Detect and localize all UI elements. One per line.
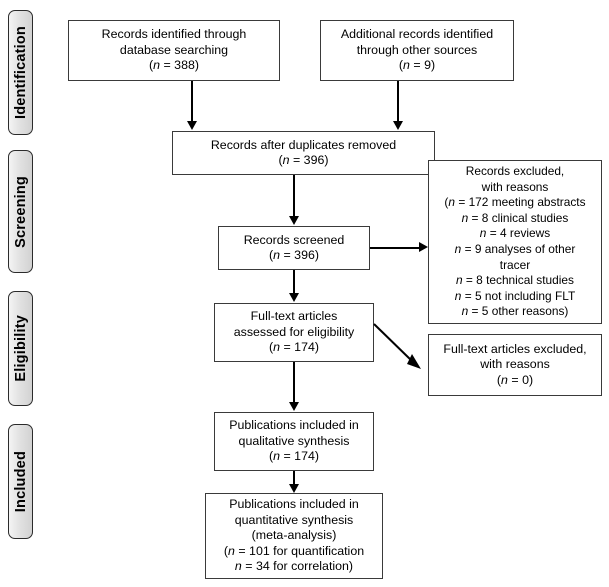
box-qualitative-synthesis: Publications included in qualitative syn… xyxy=(214,412,374,471)
box-line: quantitative synthesis xyxy=(234,512,354,527)
connector-other-sources-to-duplicates xyxy=(397,81,399,121)
box-line: Full-text articles excluded, xyxy=(443,341,587,356)
box-count: (n = 396) xyxy=(269,248,319,262)
box-line: database searching xyxy=(119,42,229,57)
box-fulltext-assessed: Full-text articles assessed for eligibil… xyxy=(214,303,374,362)
arrowhead-screened-to-fulltext xyxy=(288,293,299,302)
box-line: Additional records identified xyxy=(340,27,494,42)
arrowhead-qualitative-to-quantitative xyxy=(288,484,299,493)
box-count: (n = 174) xyxy=(269,449,319,464)
connector-database-to-duplicates xyxy=(191,81,193,121)
box-records-identified-other-sources: Additional records identified through ot… xyxy=(320,20,514,81)
arrowhead-duplicates-to-screened xyxy=(288,216,299,225)
box-line: (n = 172 meeting abstracts xyxy=(444,195,586,210)
box-line: n = 9 analyses of other xyxy=(454,242,576,256)
box-line: with reasons xyxy=(481,179,549,194)
arrowhead-other-sources-to-duplicates xyxy=(392,121,403,130)
box-count: (n = 388) xyxy=(149,58,199,73)
stage-tab-screening-label: Screening xyxy=(12,175,29,248)
arrowhead-database-to-duplicates xyxy=(186,121,197,130)
box-records-excluded: Records excluded, with reasons (n = 172 … xyxy=(428,160,602,324)
box-line: through other sources xyxy=(356,42,478,57)
box-quantitative-synthesis: Publications included in quantitative sy… xyxy=(205,493,383,579)
box-line: n = 34 for correlation) xyxy=(234,559,354,574)
box-count: (n = 174) xyxy=(269,340,319,355)
box-line: n = 8 technical studies xyxy=(455,273,574,288)
box-count: (n = 0) xyxy=(496,372,534,387)
box-line: Records screened xyxy=(243,232,345,247)
box-line: n = 8 clinical studies xyxy=(461,210,569,225)
stage-tab-identification-label: Identification xyxy=(12,25,29,120)
stage-tab-eligibility: Eligibility xyxy=(8,291,33,406)
stage-tab-included: Included xyxy=(8,424,33,539)
box-fulltext-excluded: Full-text articles excluded, with reason… xyxy=(428,334,602,396)
box-records-after-duplicates-removed: Records after duplicates removed (n = 39… xyxy=(172,131,435,175)
box-line: Records excluded, xyxy=(465,164,565,179)
box-line: Publications included in xyxy=(229,497,359,512)
box-line: (meta-analysis) xyxy=(251,528,337,543)
box-line: n = 5 not including FLT xyxy=(454,288,576,303)
box-records-identified-database: Records identified through database sear… xyxy=(68,20,280,81)
box-line: Records after duplicates removed xyxy=(210,137,397,152)
box-line: assessed for eligibility xyxy=(233,324,355,339)
box-count: (n = 9) xyxy=(398,58,436,73)
stage-tab-screening: Screening xyxy=(8,150,33,273)
arrowhead-fulltext-to-qualitative xyxy=(288,402,299,411)
connector-screened-to-excluded xyxy=(370,247,419,249)
connector-screened-to-fulltext xyxy=(293,270,295,293)
stage-tab-included-label: Included xyxy=(12,450,29,513)
box-line: n = 5 other reasons) xyxy=(461,304,569,319)
box-line: n = 4 reviews xyxy=(479,226,551,241)
connector-qualitative-to-quantitative xyxy=(293,471,295,484)
box-line: Publications included in xyxy=(229,418,359,433)
box-line: (n = 101 for quantification xyxy=(223,543,365,558)
box-line: Records identified through xyxy=(101,27,247,42)
box-records-screened: Records screened (n = 396) xyxy=(218,226,370,270)
connector-fulltext-to-qualitative xyxy=(293,362,295,402)
stage-tab-identification: Identification xyxy=(8,10,33,135)
arrowhead-screened-to-excluded xyxy=(419,241,428,252)
box-line: tracer xyxy=(499,257,531,272)
box-count: (n = 396) xyxy=(278,153,329,167)
stage-tab-eligibility-label: Eligibility xyxy=(12,315,29,382)
box-line: with reasons xyxy=(480,357,550,372)
box-line: qualitative synthesis xyxy=(238,433,350,448)
box-line: Full-text articles xyxy=(250,309,338,324)
connector-duplicates-to-screened xyxy=(293,175,295,216)
